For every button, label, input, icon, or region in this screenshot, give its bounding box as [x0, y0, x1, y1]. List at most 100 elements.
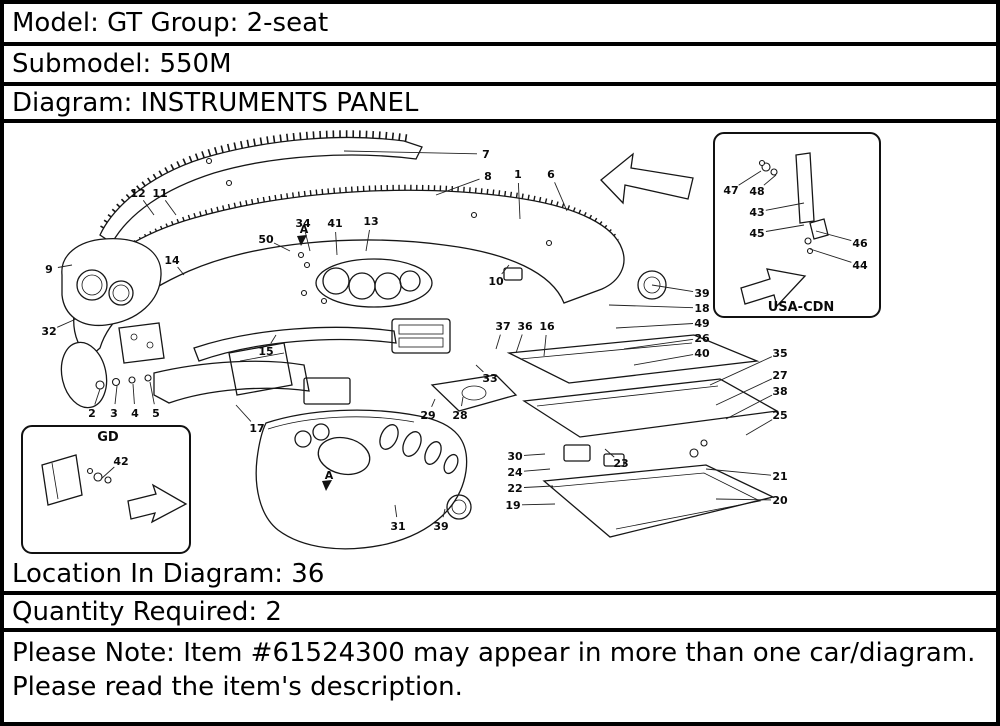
part-callout-12: 12 [130, 187, 145, 200]
part-callout-13: 13 [363, 215, 378, 228]
part-callout-22: 22 [507, 482, 522, 495]
part-callout-34: 34 [295, 217, 311, 230]
part-callout-2: 2 [88, 407, 96, 420]
callout-leader-line [543, 334, 547, 357]
callout-leader-line [608, 304, 694, 309]
callout-leader-line [335, 231, 338, 256]
part-callout-19: 19 [505, 499, 520, 512]
callout-leader-line [554, 182, 568, 212]
callout-leader-line [738, 170, 762, 186]
callout-leader-line [523, 485, 554, 488]
callout-leader-line [475, 364, 484, 373]
part-callout-43: 43 [749, 206, 764, 219]
a-mark-pointer-bottom [322, 480, 332, 491]
callout-leader-line [651, 284, 694, 293]
callout-leader-line [709, 356, 772, 386]
usa-cdn-inset: USA-CDN [713, 132, 881, 318]
gd-arrow [127, 483, 188, 524]
part-callout-20: 20 [772, 494, 788, 507]
part-callout-40: 40 [694, 347, 710, 360]
part-callout-16: 16 [539, 320, 555, 333]
part-callout-32: 32 [41, 325, 56, 338]
callout-leader-line [235, 404, 252, 422]
callout-leader-line [725, 394, 773, 420]
callout-leader-line [365, 229, 370, 252]
part-callout-26: 26 [694, 332, 710, 345]
model-row: Model: GT Group: 2-seat [4, 4, 996, 46]
submodel-row: Submodel: 550M [4, 46, 996, 86]
part-callout-42: 42 [113, 455, 128, 468]
main-dash-body [73, 184, 625, 356]
callout-leader-line [523, 468, 551, 472]
callout-leader-line [57, 264, 73, 268]
note-text: Please Note: Item #61524300 may appear i… [12, 638, 976, 703]
submodel-text: Submodel: 550M [12, 49, 232, 79]
callout-leader-line [501, 264, 510, 275]
callout-leader-line [343, 150, 478, 155]
callout-leader-line [304, 231, 311, 252]
diagram-title-row: Diagram: INSTRUMENTS PANEL [4, 86, 996, 123]
part-callout-11: 11 [152, 187, 167, 200]
part-callout-17: 17 [249, 422, 264, 435]
part-callout-15: 15 [258, 345, 273, 358]
lower-cowl [255, 409, 472, 550]
gd-label: GD [97, 430, 119, 445]
part-callout-21: 21 [772, 470, 787, 483]
location-row: Location In Diagram: 36 [4, 556, 996, 595]
part-callout-35: 35 [772, 347, 787, 360]
callout-leader-line [57, 318, 77, 328]
part-callout-33: 33 [482, 372, 497, 385]
callout-leader-line [94, 388, 101, 405]
gd-inset: GD [21, 425, 191, 554]
callout-leader-line [142, 200, 155, 216]
callout-leader-line [132, 383, 135, 405]
callout-leader-line [442, 508, 446, 518]
callout-leader-line [763, 174, 777, 186]
callout-leader-line [715, 498, 772, 501]
part-callout-1: 1 [514, 168, 522, 181]
part-callout-4: 4 [131, 407, 139, 420]
callout-leader-line [164, 200, 177, 216]
part-callout-18: 18 [694, 302, 709, 315]
callout-leader-line [273, 242, 291, 252]
callout-leader-line [431, 398, 436, 407]
part-callout-38: 38 [772, 385, 787, 398]
callout-leader-line [815, 230, 852, 242]
part-callout-8: 8 [484, 170, 492, 183]
callout-leader-line [270, 334, 277, 344]
callout-leader-line [521, 503, 556, 506]
usa-cdn-arrow [740, 268, 807, 308]
note-row: Please Note: Item #61524300 may appear i… [4, 632, 996, 722]
callout-leader-line [765, 202, 805, 211]
part-callout-24: 24 [507, 466, 523, 479]
part-callout-10: 10 [488, 275, 504, 288]
part-callout-36: 36 [517, 320, 533, 333]
part-callout-39: 39 [433, 520, 448, 533]
callout-leader-line [100, 466, 115, 480]
a-mark-pointer-top [297, 235, 307, 246]
left-vent-cluster [61, 237, 165, 364]
part-callout-14: 14 [164, 254, 180, 267]
fasteners [205, 157, 553, 305]
part-callout-37: 37 [495, 320, 510, 333]
part-callout-49: 49 [694, 317, 709, 330]
part-callout-A: A [300, 223, 309, 236]
callout-leader-line [633, 354, 694, 366]
callout-leader-line [114, 385, 118, 405]
diagram-title-text: Diagram: INSTRUMENTS PANEL [12, 87, 419, 118]
callout-leader-line [495, 334, 501, 350]
part-callout-27: 27 [772, 369, 787, 382]
part-callout-25: 25 [772, 409, 787, 422]
part-callout-3: 3 [110, 407, 118, 420]
quantity-row: Quantity Required: 2 [4, 595, 996, 632]
part-callout-46: 46 [852, 237, 868, 250]
part-callout-48: 48 [749, 185, 764, 198]
part-callout-44: 44 [852, 259, 868, 272]
part-callout-6: 6 [547, 168, 555, 181]
direction-arrow [600, 152, 694, 205]
part-callout-45: 45 [749, 227, 764, 240]
callout-leader-line [623, 338, 694, 350]
callout-leader-line [515, 334, 523, 354]
instruments-panel-diagram-svg: USA-CDN GD 7816474843454644121134411350A… [21, 130, 881, 554]
